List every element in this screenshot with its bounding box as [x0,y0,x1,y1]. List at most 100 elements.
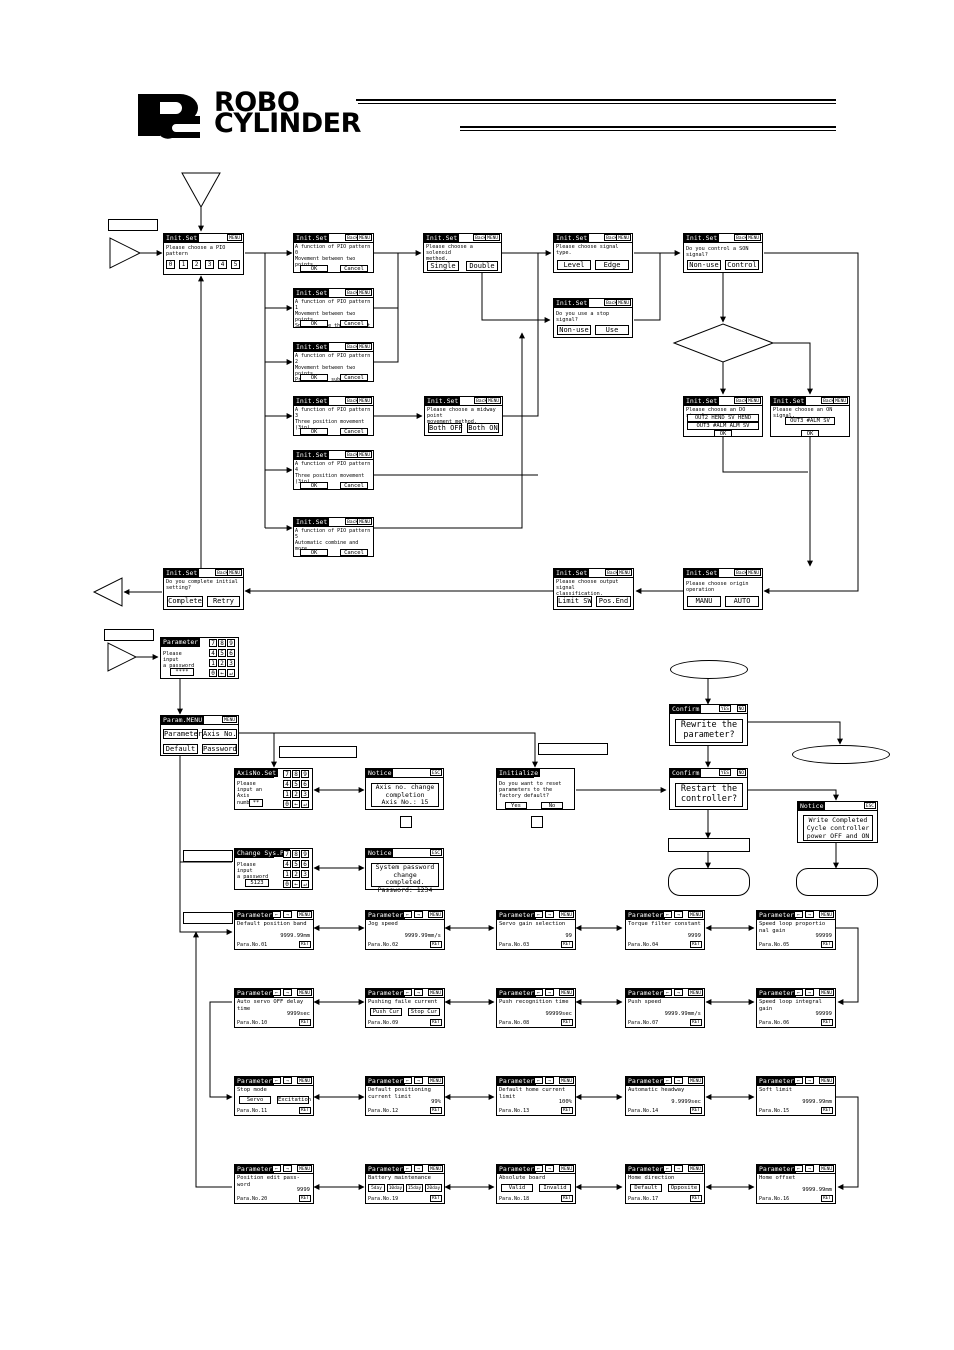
do-option-row-1[interactable]: OUT2 HEND SV HEND [687,414,759,422]
next-arrow-icon[interactable]: → [545,911,554,918]
prev-arrow-icon[interactable]: ← [534,1165,543,1172]
next-arrow-icon[interactable]: → [545,989,554,996]
prev-arrow-icon[interactable]: ← [794,1077,803,1084]
cancel-button[interactable]: Cancel [340,428,368,435]
next-arrow-icon[interactable]: → [805,1165,814,1172]
prev-arrow-icon[interactable]: ← [403,1077,412,1084]
keypad-key-11[interactable]: ↵ [301,880,309,888]
cancel-button[interactable]: Cancel [340,265,368,272]
new-password-input[interactable]: 5123 [245,879,269,887]
prev-arrow-icon[interactable]: ← [794,989,803,996]
cancel-button[interactable]: Cancel [340,549,368,556]
keypad-key-1[interactable]: 8 [292,850,300,858]
prev-arrow-icon[interactable]: ← [794,911,803,918]
next-arrow-icon[interactable]: → [545,1077,554,1084]
prev-arrow-icon[interactable]: ← [272,989,281,996]
prev-arrow-icon[interactable]: ← [403,1165,412,1172]
prev-arrow-icon[interactable]: ← [663,1165,672,1172]
menu-button[interactable]: MENU [559,1165,574,1172]
menu-button[interactable]: MENU [746,234,761,241]
menu-button[interactable]: MENU [819,1077,834,1084]
cancel-button[interactable]: Cancel [340,374,368,381]
ret-button[interactable]: RET [429,1019,442,1026]
keypad-key-4[interactable]: 5 [292,780,300,788]
menu-button[interactable]: MENU [559,911,574,918]
prev-arrow-icon[interactable]: ← [534,911,543,918]
keypad-key-0[interactable]: 7 [283,770,291,778]
menu-button[interactable]: MENU [222,716,237,723]
ret-button[interactable]: RET [820,941,833,948]
option-button-2[interactable]: Opposite [668,1184,700,1192]
menu-button[interactable]: MENU [428,1077,443,1084]
pio-digit-0[interactable]: 0 [166,260,175,269]
ret-button[interactable]: RET [820,1107,833,1114]
keypad-key-9[interactable]: 0 [209,669,217,677]
next-arrow-icon[interactable]: → [414,911,423,918]
menu-button[interactable]: MENU [297,911,312,918]
next-arrow-icon[interactable]: → [674,989,683,996]
menu-button[interactable]: MENU [297,989,312,996]
manu-button[interactable]: MANU [687,596,721,607]
menu-button[interactable]: MENU [357,397,372,404]
keypad-key-6[interactable]: 1 [283,790,291,798]
keypad-key-10[interactable]: ← [292,800,300,808]
menu-button[interactable]: MENU [746,397,761,404]
keypad-key-0[interactable]: 7 [209,639,217,647]
keypad-key-6[interactable]: 1 [283,870,291,878]
menu-button[interactable]: MENU [428,989,443,996]
no-button[interactable]: NO [736,769,746,776]
edge-button[interactable]: Edge [595,260,629,270]
ret-button[interactable]: RET [560,941,573,948]
next-arrow-icon[interactable]: → [805,911,814,918]
keypad-key-3[interactable]: 4 [283,860,291,868]
non-use-button[interactable]: Non-use [557,325,591,335]
option-button-1[interactable]: Push Cur [370,1008,402,1016]
next-arrow-icon[interactable]: → [674,1077,683,1084]
option-button-2[interactable]: Stop Cur [408,1008,440,1016]
both-on-button[interactable]: Both ON [467,423,499,433]
menu-button[interactable]: MENU [297,1077,312,1084]
esc-button[interactable]: ESC [863,802,876,809]
prev-arrow-icon[interactable]: ← [534,989,543,996]
parameter-button[interactable]: Parameter [163,729,202,739]
complete-button[interactable]: Complete [167,596,203,607]
pos-end-button[interactable]: Pos.End [596,596,631,607]
password-input[interactable]: **** [170,668,194,676]
option-button-2[interactable]: Invalid [539,1184,571,1192]
keypad-key-8[interactable]: 3 [227,659,235,667]
prev-arrow-icon[interactable]: ← [534,1077,543,1084]
menu-button[interactable]: MENU [486,397,501,404]
prev-arrow-icon[interactable]: ← [403,989,412,996]
keypad-key-5[interactable]: 6 [227,649,235,657]
ok-button[interactable]: OK [300,320,328,327]
option-button-4[interactable]: 20day [425,1184,442,1192]
keypad-key-11[interactable]: ↵ [301,800,309,808]
keypad-key-3[interactable]: 4 [283,780,291,788]
menu-button[interactable]: MENU [297,1165,312,1172]
keypad-key-0[interactable]: 7 [283,850,291,858]
keypad-key-1[interactable]: 8 [218,639,226,647]
yes-button[interactable]: Yes [505,802,527,809]
cancel-button[interactable]: Cancel [340,482,368,489]
no-button[interactable]: NO [736,705,746,712]
keypad-key-5[interactable]: 6 [301,780,309,788]
ret-button[interactable]: RET [298,1107,311,1114]
next-arrow-icon[interactable]: → [283,1165,292,1172]
menu-button[interactable]: MENU [616,299,631,306]
keypad-key-2[interactable]: 9 [301,770,309,778]
yes-button[interactable]: YES [718,705,731,712]
menu-button[interactable]: MENU [227,569,242,576]
limit-sw-button[interactable]: Limit SW [557,596,592,607]
no-button[interactable]: No [541,802,563,809]
keypad-key-6[interactable]: 1 [209,659,217,667]
ok-button[interactable]: OK [300,374,328,381]
keypad-key-1[interactable]: 8 [292,770,300,778]
ret-button[interactable]: RET [429,941,442,948]
double-button[interactable]: Double [466,261,498,271]
menu-button[interactable]: MENU [833,397,848,404]
keypad-key-8[interactable]: 3 [301,870,309,878]
prev-arrow-icon[interactable]: ← [272,911,281,918]
keypad-key-3[interactable]: 4 [209,649,217,657]
menu-button[interactable]: MENU [428,911,443,918]
use-button[interactable]: Use [595,325,629,335]
